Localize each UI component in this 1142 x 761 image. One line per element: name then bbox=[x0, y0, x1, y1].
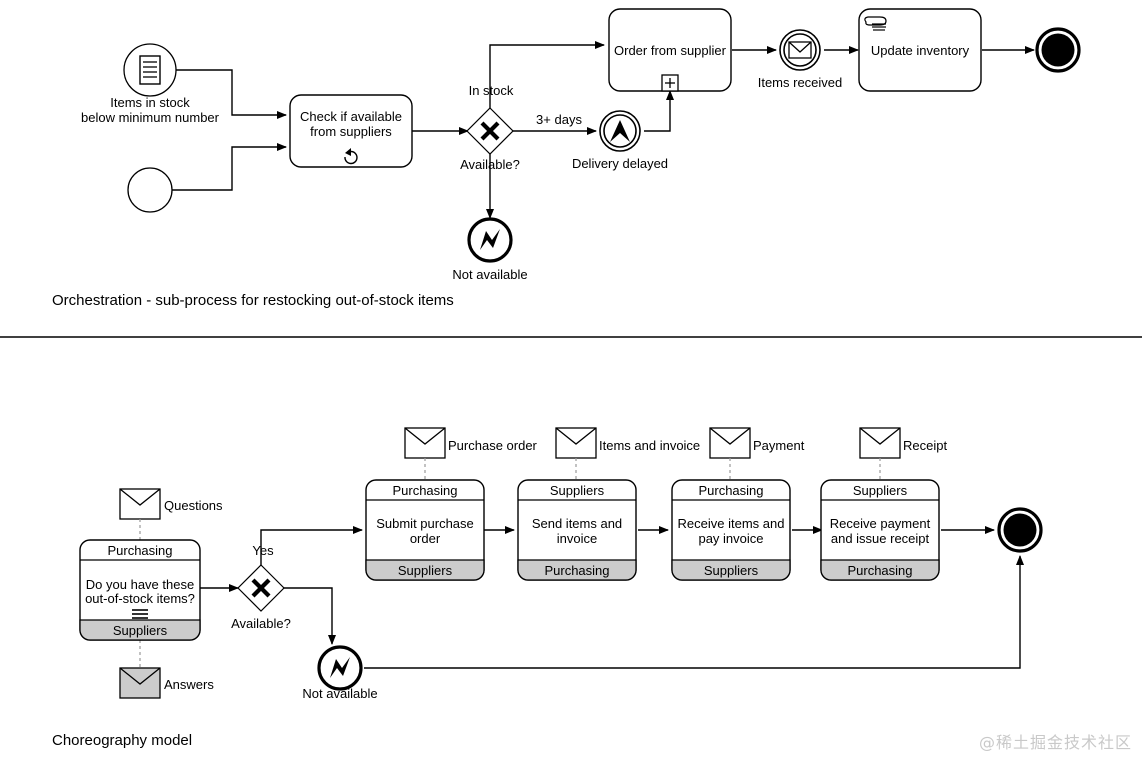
event-not-available-bottom-label: Not available bbox=[302, 686, 377, 701]
message-questions-label: Questions bbox=[164, 498, 223, 513]
choreography-task-1-body-line1: Do you have these bbox=[86, 577, 194, 592]
choreography-task-1-top-band-label: Purchasing bbox=[107, 543, 172, 558]
choreography-task-5-body-line2: and issue receipt bbox=[831, 531, 930, 546]
choreography-task-4-bottom-band bbox=[671, 559, 791, 581]
message-purchase-order[interactable]: Purchase order bbox=[404, 427, 538, 480]
exclusive-gateway-x-icon bbox=[480, 121, 500, 141]
subprocess-plus-icon bbox=[661, 74, 679, 92]
event-delivery-delayed[interactable]: Delivery delayed bbox=[572, 110, 668, 171]
choreography-task-3-body-line1: Send items and bbox=[532, 516, 622, 531]
message-purchase-order-label: Purchase order bbox=[448, 438, 538, 453]
choreography-task-2-bottom-band bbox=[365, 559, 485, 581]
message-answers[interactable]: Answers bbox=[119, 640, 214, 699]
envelope-flap-icon bbox=[119, 667, 161, 685]
envelope-flap-icon bbox=[859, 427, 901, 445]
event-items-received[interactable]: Items received bbox=[758, 29, 843, 90]
task-update-inventory-box bbox=[858, 8, 982, 92]
task-check-availability-box bbox=[289, 94, 413, 168]
choreography-task-5-bottom-band-label: Purchasing bbox=[847, 563, 912, 578]
flow-label-3-days: 3+ days bbox=[536, 112, 582, 127]
error-bolt-icon bbox=[330, 657, 350, 678]
multi-instance-icon bbox=[132, 609, 148, 619]
start-event-plain[interactable] bbox=[127, 167, 173, 213]
choreography-task-4[interactable]: Purchasing Receive items and pay invoice… bbox=[671, 479, 791, 581]
gateway-available-top-label: Available? bbox=[460, 157, 520, 172]
choreography-task-5[interactable]: Suppliers Receive payment and issue rece… bbox=[820, 479, 940, 581]
orchestration-connectors bbox=[172, 41, 1035, 219]
choreography-task-2[interactable]: Purchasing Submit purchase order Supplie… bbox=[365, 479, 485, 581]
choreography-task-5-bottom-band bbox=[820, 559, 940, 581]
start-event-icon bbox=[127, 167, 173, 213]
escalation-arrow-icon bbox=[610, 120, 630, 142]
choreography-task-3-top-band-label: Suppliers bbox=[550, 483, 605, 498]
conditional-event-icon-lines bbox=[143, 61, 157, 78]
choreography-task-1-bottom-band bbox=[79, 619, 201, 641]
envelope-flap-icon bbox=[119, 488, 161, 506]
choreography-task-4-body-line1: Receive items and bbox=[678, 516, 785, 531]
flow-label-yes: Yes bbox=[252, 543, 274, 558]
choreography-caption: Choreography model bbox=[52, 732, 192, 749]
start-event-conditional-label-line2: below minimum number bbox=[81, 110, 220, 125]
message-receipt[interactable]: Receipt bbox=[859, 427, 947, 480]
loop-marker-icon bbox=[344, 148, 358, 165]
choreography-connectors bbox=[200, 526, 1024, 669]
choreography-task-4-top-band-label: Purchasing bbox=[698, 483, 763, 498]
event-delivery-delayed-label: Delivery delayed bbox=[572, 156, 668, 171]
choreography-task-2-top-band-label: Purchasing bbox=[392, 483, 457, 498]
gateway-available-top[interactable]: Available? bbox=[460, 107, 520, 172]
choreography-task-1[interactable]: Purchasing Do you have these out-of-stoc… bbox=[79, 539, 201, 641]
message-payment[interactable]: Payment bbox=[709, 427, 805, 480]
choreography-task-2-bottom-band-label: Suppliers bbox=[398, 563, 453, 578]
orchestration-caption: Orchestration - sub-process for restocki… bbox=[52, 292, 454, 309]
choreography-task-2-body-line2: order bbox=[410, 531, 441, 546]
choreography-task-3[interactable]: Suppliers Send items and invoice Purchas… bbox=[517, 479, 637, 581]
choreography-task-5-body-line1: Receive payment bbox=[830, 516, 931, 531]
task-check-availability[interactable]: Check if available from suppliers bbox=[289, 94, 413, 168]
exclusive-gateway-x-icon bbox=[251, 578, 271, 598]
subprocess-order-from-supplier[interactable]: Order from supplier bbox=[608, 8, 732, 92]
task-check-availability-label-line1: Check if available bbox=[300, 109, 402, 124]
flow-label-in-stock: In stock bbox=[469, 83, 514, 98]
start-event-conditional[interactable]: Items in stock below minimum number bbox=[81, 43, 220, 125]
error-bolt-icon bbox=[480, 229, 500, 250]
envelope-flap-icon bbox=[709, 427, 751, 445]
message-questions[interactable]: Questions bbox=[119, 488, 223, 540]
choreography-task-1-body-line2: out-of-stock items? bbox=[85, 591, 195, 606]
start-event-conditional-label-line1: Items in stock bbox=[110, 95, 190, 110]
message-items-and-invoice-label: Items and invoice bbox=[599, 438, 700, 453]
subprocess-order-label: Order from supplier bbox=[614, 43, 727, 58]
task-check-availability-label-line2: from suppliers bbox=[310, 124, 392, 139]
choreography-task-3-bottom-band bbox=[517, 559, 637, 581]
terminate-end-event-icon-core bbox=[1003, 513, 1037, 547]
watermark: @稀土掘金技术社区 bbox=[978, 733, 1132, 752]
choreography-task-4-bottom-band-label: Suppliers bbox=[704, 563, 759, 578]
envelope-flap-icon bbox=[404, 427, 446, 445]
gateway-available-bottom[interactable]: Available? bbox=[231, 564, 291, 631]
conditional-event-icon-body bbox=[139, 55, 161, 85]
gateway-available-bottom-label: Available? bbox=[231, 616, 291, 631]
choreography-task-5-top-band-label: Suppliers bbox=[853, 483, 908, 498]
choreography-task-2-body-line1: Submit purchase bbox=[376, 516, 474, 531]
end-event-top[interactable] bbox=[1035, 27, 1081, 73]
event-not-available-top-label: Not available bbox=[452, 267, 527, 282]
choreography-task-4-body-line2: pay invoice bbox=[698, 531, 763, 546]
message-items-and-invoice[interactable]: Items and invoice bbox=[555, 427, 700, 480]
manual-task-icon bbox=[864, 16, 887, 31]
end-event-bottom[interactable] bbox=[997, 507, 1043, 553]
message-answers-label: Answers bbox=[164, 677, 214, 692]
choreography-task-1-bottom-band-label: Suppliers bbox=[113, 623, 168, 638]
choreography-task-3-body-line2: invoice bbox=[557, 531, 597, 546]
event-not-available-bottom[interactable]: Not available bbox=[302, 645, 378, 701]
message-payment-label: Payment bbox=[753, 438, 805, 453]
message-receipt-label: Receipt bbox=[903, 438, 947, 453]
envelope-icon bbox=[788, 41, 812, 59]
envelope-flap-icon bbox=[555, 427, 597, 445]
terminate-end-event-icon-core bbox=[1041, 33, 1075, 67]
event-items-received-label: Items received bbox=[758, 75, 843, 90]
choreography-task-3-bottom-band-label: Purchasing bbox=[544, 563, 609, 578]
task-update-inventory[interactable]: Update inventory bbox=[858, 8, 982, 92]
event-not-available-top[interactable]: Not available bbox=[452, 217, 528, 282]
task-update-inventory-label: Update inventory bbox=[871, 43, 970, 58]
